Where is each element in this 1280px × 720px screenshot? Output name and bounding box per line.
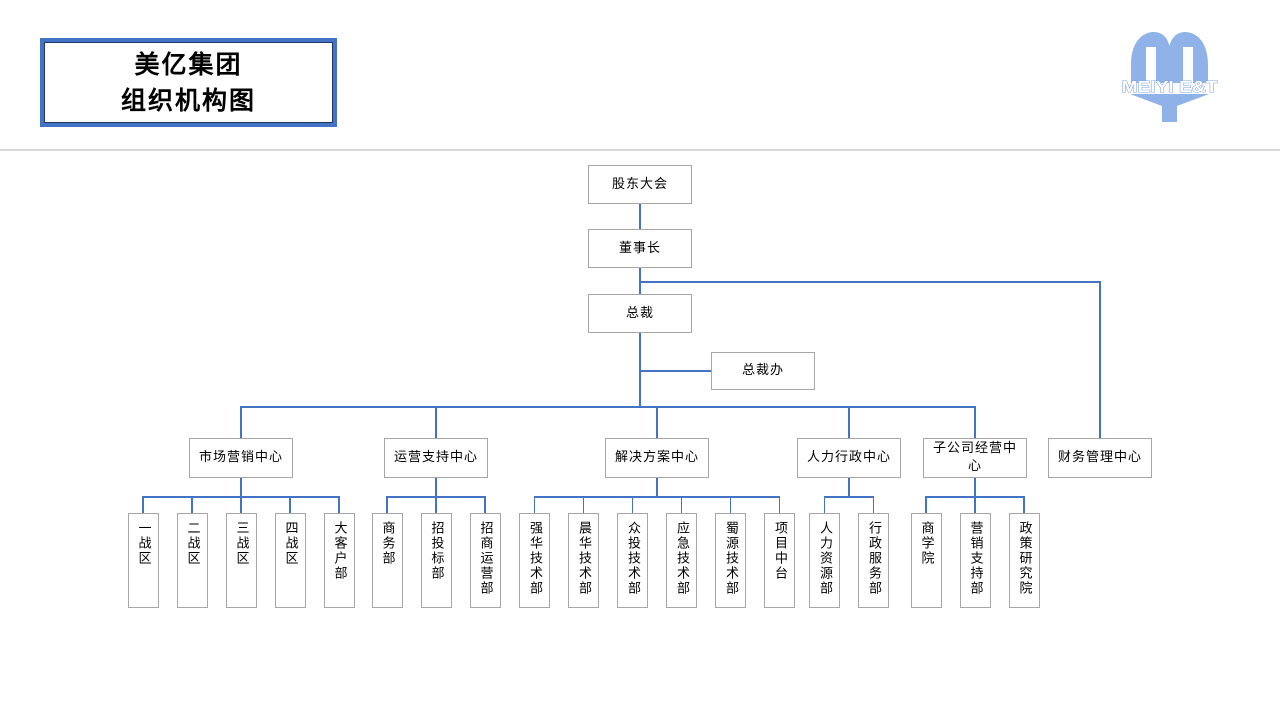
connector-line: [435, 478, 437, 497]
org-node-operations-support-center-child-2: 招商运营部: [469, 513, 501, 608]
org-node-president: 总裁: [588, 294, 692, 333]
slide-title-line2: 组织机构图: [120, 85, 256, 115]
connector-line: [338, 497, 340, 513]
org-node-solutions-center: 解决方案中心: [605, 438, 709, 478]
org-node-chairman: 董事长: [588, 229, 692, 268]
connector-line: [484, 497, 486, 513]
connector-line: [435, 407, 437, 438]
connector-line: [974, 407, 976, 438]
connector-line: [848, 407, 850, 438]
connector-line: [639, 281, 1101, 283]
slide-title-line1: 美亿集团: [134, 49, 243, 79]
org-node-hr-admin-center-child-0: 人力资源部: [809, 513, 840, 608]
connector-line: [533, 496, 781, 498]
connector-line: [974, 478, 976, 497]
connector-line: [639, 370, 712, 372]
org-node-solutions-center-child-0: 强华技术部: [519, 513, 550, 608]
connector-line: [1023, 497, 1025, 513]
logo-m-slit-left: [1146, 47, 1156, 83]
org-node-president-office: 总裁办: [711, 352, 815, 390]
org-node-shareholders-meeting: 股东大会: [588, 165, 692, 204]
connector-line: [639, 333, 641, 407]
logo-m-slit-right: [1183, 47, 1193, 83]
connector-line: [1099, 282, 1101, 438]
connector-line: [386, 497, 388, 513]
org-node-solutions-center-child-1: 晨华技术部: [568, 513, 599, 608]
org-node-marketing-center-child-2: 三战区: [225, 513, 257, 608]
logo-wordmark: MEIYI E&T: [1122, 79, 1218, 96]
org-node-hr-admin-center-child-1: 行政服务部: [858, 513, 889, 608]
connector-line: [823, 496, 875, 498]
header-divider: [0, 149, 1280, 151]
org-node-operations-support-center: 运营支持中心: [384, 438, 488, 478]
org-node-subsidiary-operations-center: 子公司经营中心: [923, 438, 1027, 478]
org-node-subsidiary-operations-center-child-0: 商学院: [910, 513, 942, 608]
connector-line: [240, 407, 242, 438]
connector-line: [680, 497, 683, 513]
connector-line: [848, 478, 850, 497]
org-node-marketing-center-child-3: 四战区: [274, 513, 306, 608]
connector-line: [289, 497, 291, 513]
company-logo: MEIYI E&T: [1121, 32, 1218, 122]
connector-line: [240, 497, 242, 513]
slide-title-box: 美亿集团 组织机构图: [40, 38, 337, 127]
org-node-marketing-center-child-1: 二战区: [176, 513, 208, 608]
org-node-finance-center: 财务管理中心: [1048, 438, 1152, 478]
connector-line: [240, 406, 976, 408]
org-node-operations-support-center-child-0: 商务部: [371, 513, 403, 608]
org-node-hr-admin-center: 人力行政中心: [797, 438, 901, 478]
connector-line: [639, 204, 641, 229]
org-node-subsidiary-operations-center-child-1: 营销支持部: [959, 513, 991, 608]
connector-line: [240, 478, 242, 497]
org-node-marketing-center: 市场营销中心: [189, 438, 293, 478]
connector-line: [656, 407, 658, 438]
connector-line: [533, 497, 536, 513]
connector-line: [435, 497, 437, 513]
logo-pedestal-shape: [1130, 94, 1209, 122]
connector-line: [656, 478, 658, 497]
org-node-marketing-center-child-4: 大客户部: [323, 513, 355, 608]
org-node-solutions-center-child-2: 众投技术部: [617, 513, 648, 608]
connector-line: [191, 497, 193, 513]
connector-line: [925, 497, 927, 513]
connector-line: [639, 268, 641, 294]
connector-line: [729, 497, 732, 513]
org-node-operations-support-center-child-1: 招投标部: [420, 513, 452, 608]
org-node-solutions-center-child-3: 应急技术部: [666, 513, 697, 608]
connector-line: [872, 497, 875, 513]
connector-line: [142, 497, 144, 513]
connector-line: [582, 497, 585, 513]
connector-line: [778, 497, 781, 513]
connector-line: [974, 497, 976, 513]
org-node-marketing-center-child-0: 一战区: [127, 513, 159, 608]
connector-line: [631, 497, 634, 513]
org-node-solutions-center-child-4: 蜀源技术部: [715, 513, 746, 608]
connector-line: [823, 497, 826, 513]
org-node-subsidiary-operations-center-child-2: 政策研究院: [1008, 513, 1040, 608]
org-node-solutions-center-child-5: 项目中台: [764, 513, 795, 608]
